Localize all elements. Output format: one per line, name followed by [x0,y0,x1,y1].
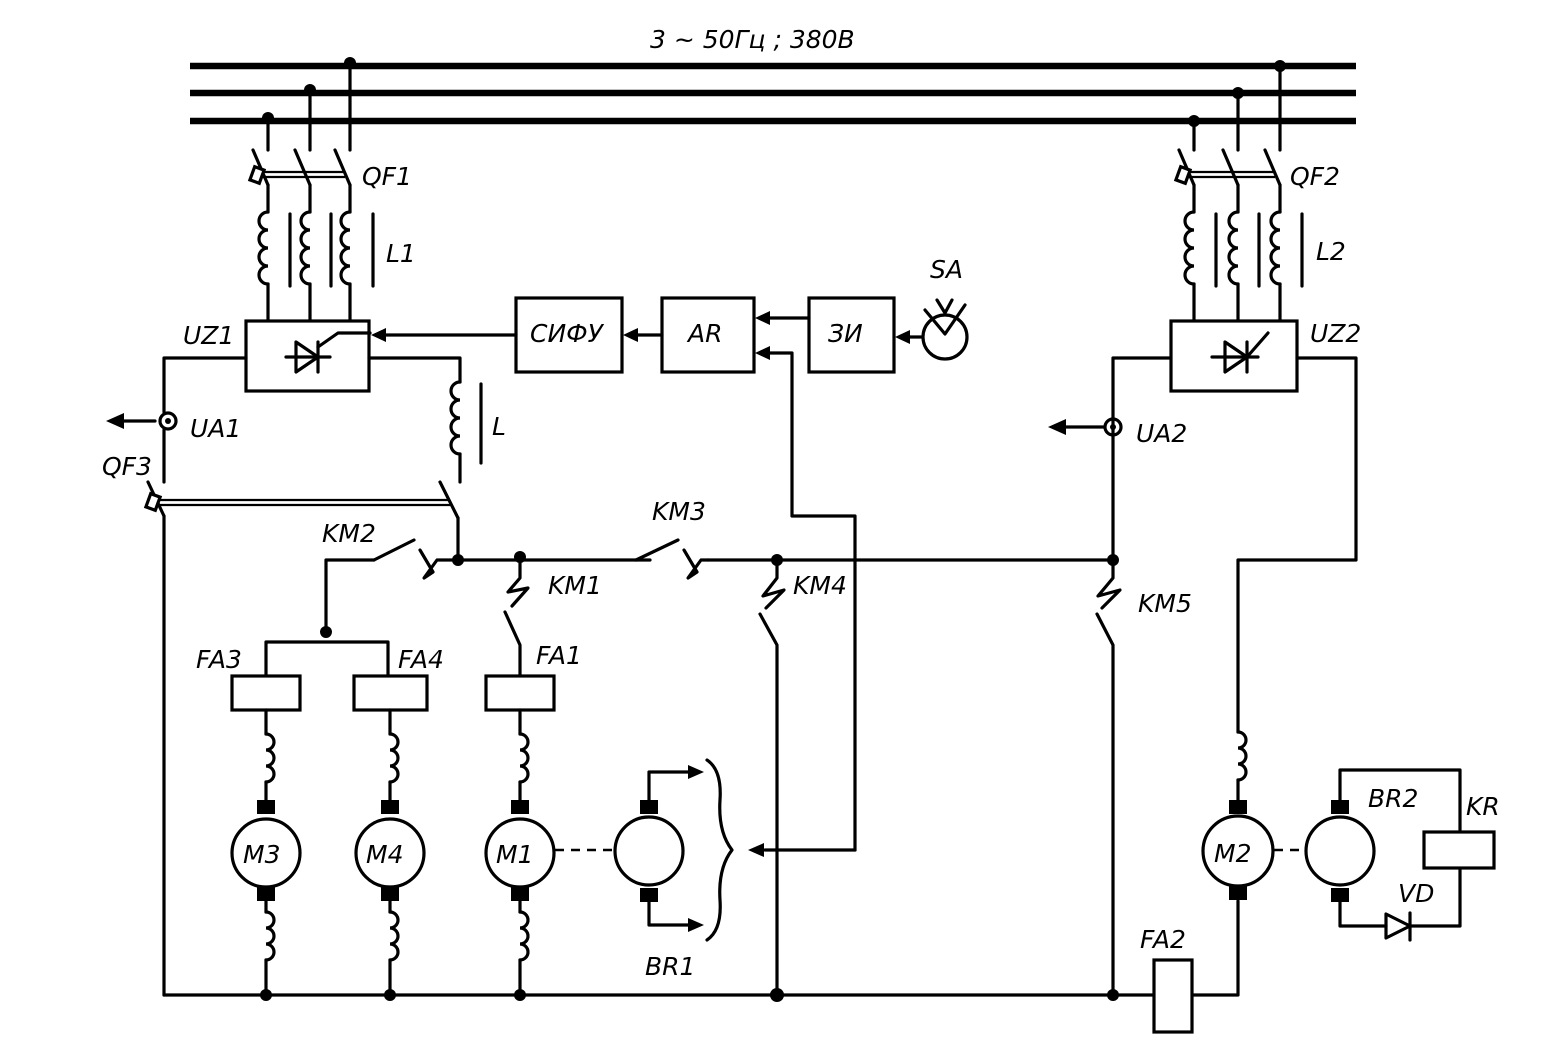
km3-contact [634,538,710,580]
l1-label: L1 [386,239,416,268]
m4-label: M4 [366,840,403,869]
l-label: L [492,412,506,441]
qf1-label: QF1 [362,162,412,191]
qf3-label: QF3 [102,452,152,481]
m3-label: M3 [243,840,280,869]
fa4-relay [352,674,429,712]
zi-label: ЗИ [828,319,863,348]
fa3-relay [230,674,302,712]
three-phase-bus [190,57,1356,127]
br2-label: BR2 [1368,784,1418,813]
km3-label: KM3 [652,497,706,526]
km5-contact [1095,356,1173,997]
br1-label: BR1 [645,952,695,981]
ar-block [660,296,756,374]
uz1-converter [244,319,372,393]
uz2-converter [1169,319,1299,393]
km4-label: KM4 [793,571,847,600]
qf1-breaker [247,64,352,187]
l1-reactor [257,183,375,323]
br2-tachogenerator [1304,768,1462,942]
m4-motor [354,708,426,1001]
sa-setpoint [921,298,969,361]
br1-tachogenerator [613,758,734,942]
l-smoothing-reactor [367,356,483,484]
fa4-label: FA4 [398,645,444,674]
km2-contact [324,538,460,634]
qf2-breaker [1173,64,1282,187]
m2-motor [1201,356,1358,900]
kr-relay [1422,830,1496,870]
m1-label: M1 [496,840,533,869]
fa1-relay [484,674,556,712]
sifu-label: СИФУ [530,319,605,348]
km2-label: KM2 [322,519,376,548]
fa2-relay [1152,958,1194,1034]
qf3-breaker [143,480,460,997]
fa3-fa4-branch [264,626,390,678]
m1-motor [484,708,612,1001]
supply-label: 3 ~ 50Гц ; 380В [650,25,855,54]
l2-label: L2 [1316,237,1346,266]
ua1-label: UA1 [190,414,241,443]
km1-label: KM1 [548,571,602,600]
m3-motor [230,708,302,1001]
m2-label: M2 [1214,839,1251,868]
ua2-label: UA2 [1136,419,1187,448]
vd-label: VD [1398,879,1434,908]
fa1-label: FA1 [536,641,582,670]
km1-contact [503,558,530,678]
fa2-label: FA2 [1140,925,1186,954]
ua1-current-sensor [106,356,248,484]
zi-block [807,296,896,374]
sifu-block [514,296,624,374]
sa-label: SA [930,255,963,284]
km4-contact [758,558,786,997]
km5-label: KM5 [1138,589,1192,618]
ua2-current-sensor [1048,417,1123,437]
ar-label: AR [686,319,722,348]
control-signal-lines [371,311,924,857]
kr-label: KR [1466,792,1500,821]
dc-bus [452,551,1119,566]
return-bus [162,899,1240,1002]
uz2-label: UZ2 [1310,319,1361,348]
uz1-label: UZ1 [183,321,234,350]
l2-reactor [1183,183,1304,323]
fa3-label: FA3 [196,645,242,674]
qf2-label: QF2 [1290,162,1340,191]
